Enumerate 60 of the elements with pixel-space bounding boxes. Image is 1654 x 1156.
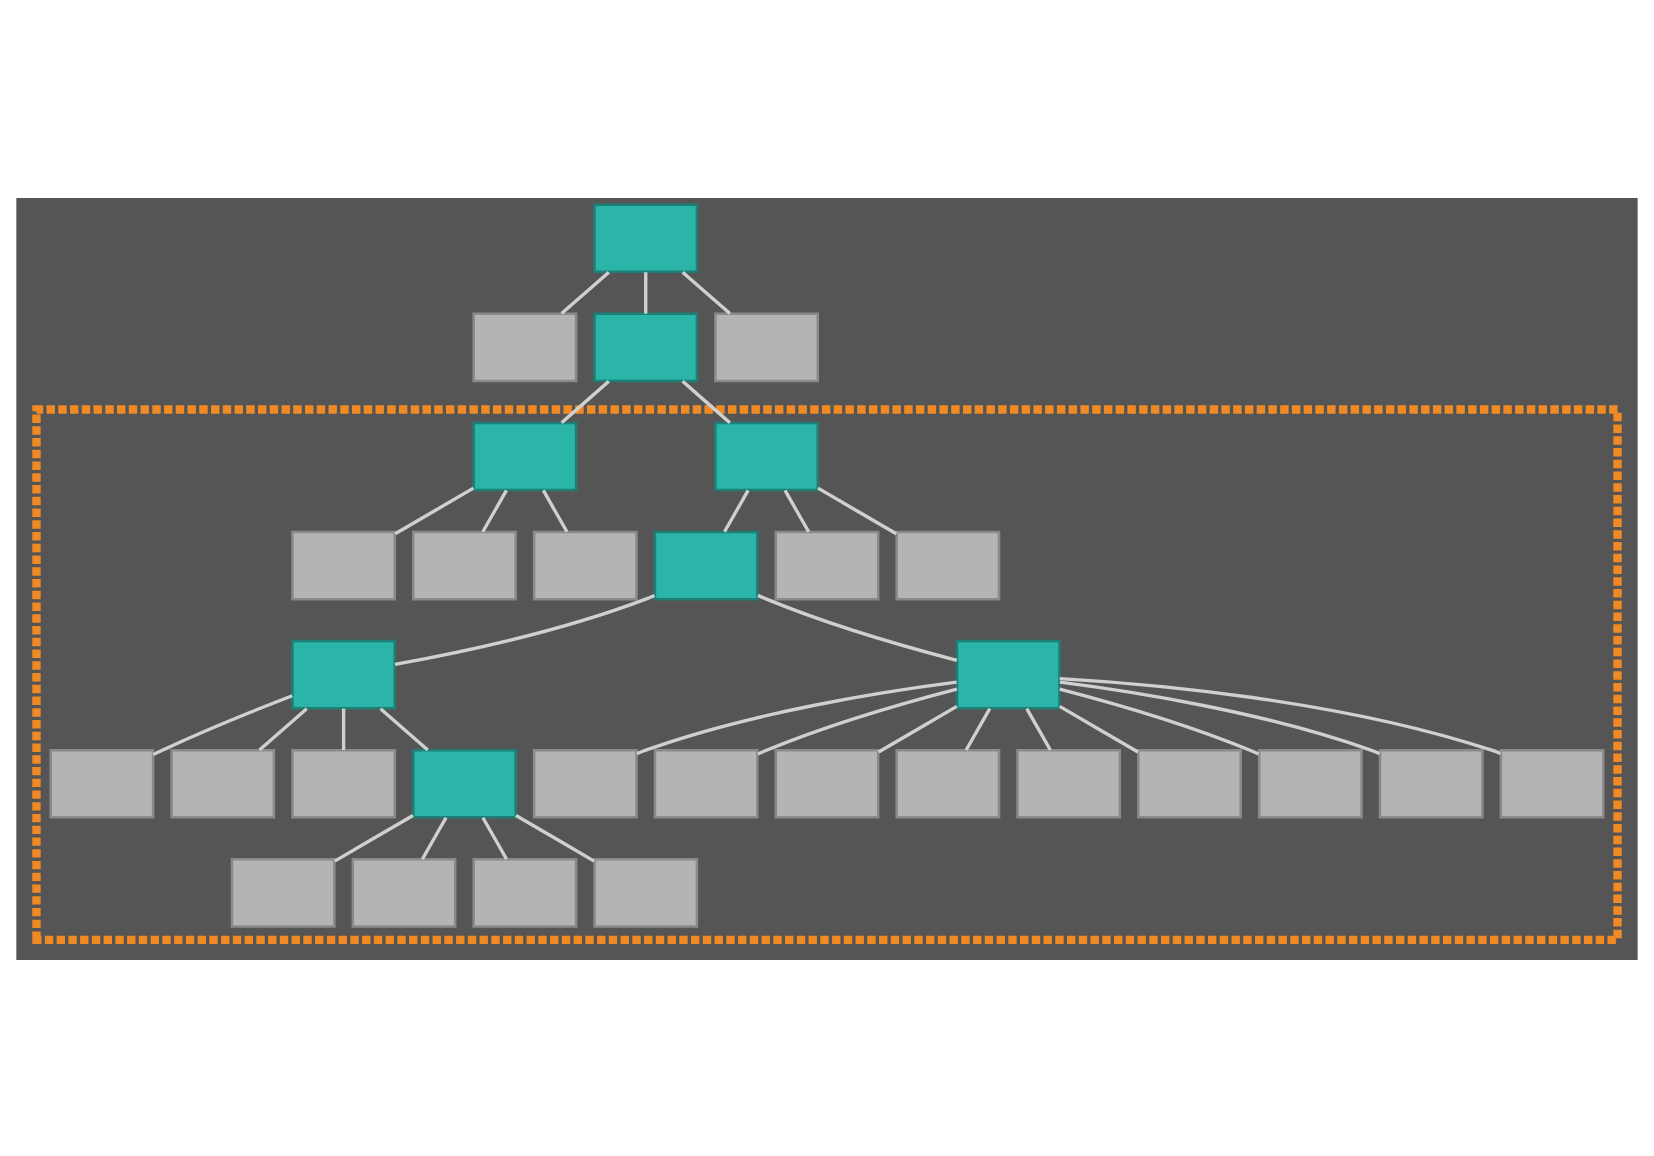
node-box (895, 529, 1001, 600)
connector (636, 679, 957, 755)
node-box (532, 529, 638, 600)
connector (877, 703, 958, 753)
node-box (351, 857, 457, 927)
cluster (32, 404, 1622, 944)
connector (1058, 703, 1139, 753)
node-box (291, 529, 397, 600)
node-box (1137, 747, 1242, 818)
connector (541, 488, 569, 532)
node-box (472, 420, 578, 491)
node-box (955, 638, 1061, 709)
connector (515, 813, 595, 862)
node-box (593, 311, 699, 382)
node-box (1016, 747, 1122, 818)
connector (817, 485, 898, 535)
connector (481, 488, 508, 532)
node-box (291, 747, 397, 818)
connector (1025, 706, 1052, 750)
connector (723, 488, 750, 532)
connector (644, 271, 648, 313)
connector (333, 813, 414, 862)
node-box (593, 857, 699, 927)
node-box (532, 747, 638, 818)
node-box (1378, 747, 1484, 818)
node-box (472, 857, 578, 927)
connector (1059, 675, 1502, 754)
node-box (1257, 747, 1363, 818)
connector (964, 706, 992, 750)
node-box (653, 747, 759, 818)
node-box (412, 747, 517, 818)
node-box (653, 529, 759, 600)
node-box (291, 638, 397, 709)
node-box (593, 202, 699, 273)
connector (481, 815, 508, 859)
connector (379, 706, 429, 751)
node-box (714, 311, 820, 382)
connector (757, 592, 958, 661)
node-box (472, 311, 578, 382)
node-box (1499, 747, 1605, 818)
connector (783, 488, 811, 532)
node-box (49, 747, 155, 818)
connector (1059, 686, 1260, 755)
connector (152, 693, 293, 756)
connector (560, 270, 610, 314)
connector (681, 270, 731, 314)
connector (420, 815, 448, 859)
node-box (774, 529, 880, 600)
connector (394, 593, 656, 666)
node-box (714, 420, 820, 491)
connector (394, 485, 475, 535)
connector (757, 686, 958, 755)
node-box (774, 747, 880, 818)
node-box (230, 857, 336, 927)
connector (258, 706, 308, 751)
node-box (170, 747, 276, 818)
connector (341, 707, 346, 749)
connector (1059, 679, 1381, 755)
node-box (895, 747, 1001, 818)
node-box (412, 529, 517, 600)
